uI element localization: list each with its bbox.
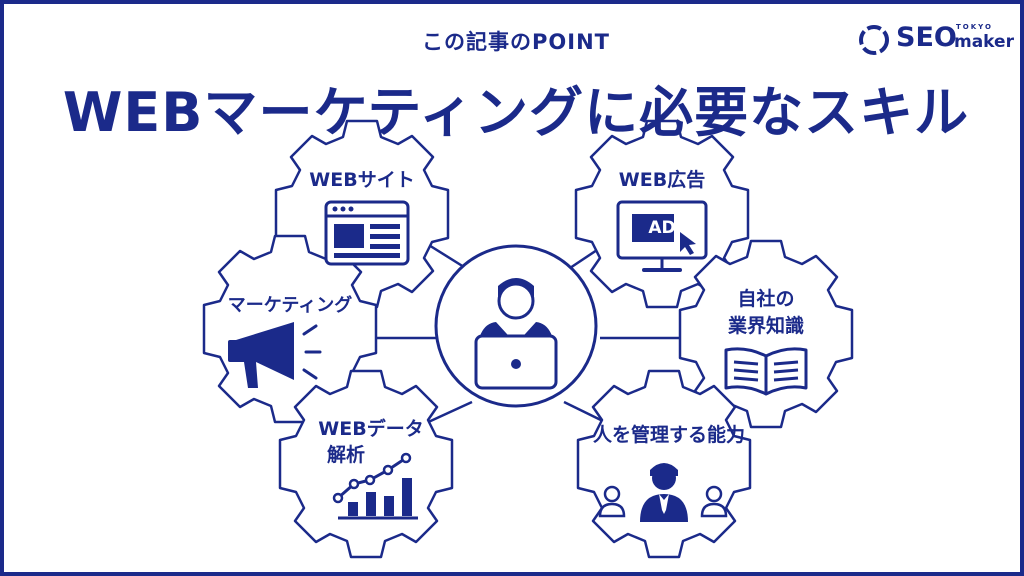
seo-maker-logo: SEO TOKYO maker: [856, 20, 1014, 60]
label-web-ad: WEB広告: [618, 169, 706, 191]
logo-brand: SEO: [896, 22, 957, 53]
megaphone-icon: [228, 322, 322, 388]
bar-line-chart-icon: [332, 452, 418, 520]
logo-product: maker: [954, 32, 1014, 52]
monitor-ad-icon: [616, 200, 708, 272]
team-people-icon: [598, 463, 728, 522]
browser-window-icon: [324, 200, 410, 266]
page-title: WEBマーケティングに必要なスキル: [62, 81, 970, 144]
center-hub: [434, 244, 598, 408]
label-marketing: マーケティング: [227, 295, 353, 316]
skills-diagram: [202, 119, 854, 559]
label-industry-line1: 自社の: [737, 288, 795, 310]
label-data-line1: WEBデータ: [318, 418, 424, 440]
label-industry-line2: 業界知識: [727, 315, 804, 337]
label-web-site: WEBサイト: [309, 169, 415, 191]
subtitle: この記事のPOINT: [422, 30, 610, 54]
label-management: 人を管理する能力: [592, 424, 745, 446]
logo-small-text: TOKYO: [956, 23, 993, 31]
logo-ring-icon: [859, 25, 889, 55]
label-data-line2: 解析: [326, 444, 365, 466]
open-book-icon: [724, 347, 808, 396]
ad-badge-text: AD: [648, 218, 676, 238]
person-laptop-icon: [474, 278, 558, 390]
